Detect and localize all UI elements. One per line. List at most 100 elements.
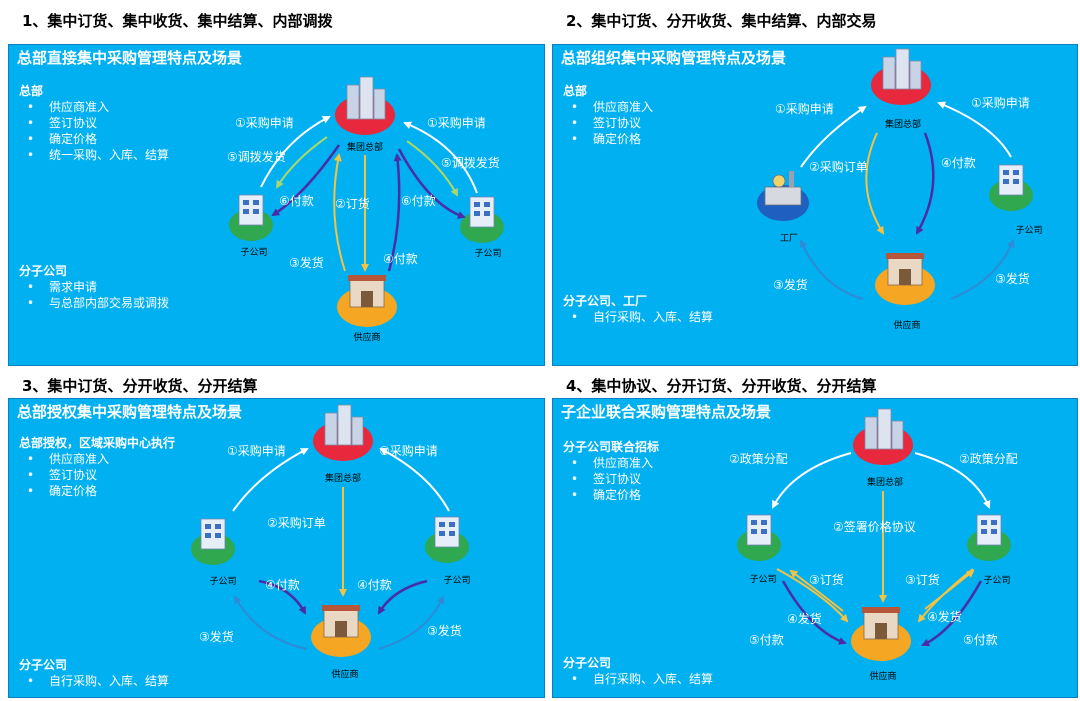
hq-node: 集团总部 [853,408,913,488]
supplier-node: 供应商 [851,607,911,682]
supplier-label: 供应商 [869,670,896,682]
building-icon [998,164,1024,196]
flow-sign: ②签署价格协议 [833,519,916,534]
flow-ship-right: ④发货 [927,609,962,624]
panel1-sub-section: 分子公司 需求申请 与总部内部交易或调拨 [19,263,169,311]
panel1-diagram: 集团总部 子公司 子公司 [227,76,504,343]
panel-authorized-central: 集团总部 子公司 子公司 [8,398,545,698]
flow-allot-right: ⑤调拨发货 [441,155,500,170]
sub-left-node: 子公司 [191,518,237,587]
panel-organized-central: 集团总部 工厂 子公司 [552,44,1078,366]
flow-ship-left: ④发货 [787,611,822,626]
shop-icon [348,275,386,308]
sub-left-node: 子公司 [737,514,781,585]
panel4-sub-heading: 分子公司 [563,656,612,670]
flow-policy-right: ②政策分配 [959,452,1018,466]
list-item: 自行采购、入库、结算 [27,673,169,689]
supplier-label: 供应商 [893,319,920,331]
panel4-title: 子企业联合采购管理特点及场景 [561,403,772,421]
flow-order: ②采购订单 [809,159,868,174]
list-item: 签订协议 [571,115,653,131]
flow-apply-left: ①采购申请 [227,443,286,458]
panel3-diagram: 集团总部 子公司 子公司 [191,404,471,680]
list-item: 与总部内部交易或调拨 [27,295,169,311]
building-icon [976,514,1002,546]
list-item: 签订协议 [571,471,659,487]
list-item: 自行采购、入库、结算 [571,671,713,687]
office-tower-icon [882,48,922,90]
sub-left-label: 子公司 [749,574,776,585]
flow-apply-left: ①采购申请 [775,101,834,116]
sub-right-node: 子公司 [425,516,471,586]
sub-right-label: 子公司 [474,248,501,259]
panel4-hq-section: 分子公司联合招标 供应商准入 签订协议 确定价格 [563,439,659,503]
list-item: 供应商准入 [571,455,659,471]
building-icon [434,516,460,548]
flow-pay-left: ⑤付款 [749,633,784,647]
sub-left-label: 子公司 [240,247,267,258]
quadrant-title-1: 1、集中订货、集中收货、集中结算、内部调拨 [22,12,333,30]
list-item: 自行采购、入库、结算 [571,309,713,325]
flow-pay-left: ④付款 [265,578,300,592]
panel2-sub-heading: 分子公司、工厂 [563,294,648,308]
flow-policy-left: ②政策分配 [729,452,788,466]
factory-label: 工厂 [780,233,798,244]
flow-order-left: ③订货 [809,572,844,587]
flow-ship-right: ③发货 [995,271,1030,286]
flow-pay-right: ⑤付款 [963,633,998,647]
panel2-hq-section: 总部 供应商准入 签订协议 确定价格 [563,83,653,147]
hq-node: 集团总部 [335,76,395,153]
building-icon [200,518,226,550]
panel3-hq-heading: 总部授权，区域采购中心执行 [19,436,176,450]
sub-label: 子公司 [1015,225,1042,236]
panel3-sub-heading: 分子公司 [19,658,68,672]
office-tower-icon [346,76,386,120]
building-icon [746,514,772,546]
shop-icon [886,253,924,286]
flow-ship-right: ③发货 [427,623,462,638]
quadrant-title-2: 2、集中订货、分开收货、集中结算、内部交易 [566,12,877,30]
panel2-title: 总部组织集中采购管理特点及场景 [561,49,787,67]
office-tower-icon [324,404,364,446]
flow-ship-left: ③发货 [773,277,808,292]
flow-apply-right: ①采购申请 [379,443,438,458]
supplier-label: 供应商 [331,668,358,680]
panel2-diagram: 集团总部 工厂 子公司 [757,48,1043,331]
sub-node: 子公司 [989,164,1043,236]
flow-order-right: ③订货 [905,572,940,587]
flow-pay-right: ④付款 [357,578,392,592]
sub-right-node: 子公司 [967,514,1011,586]
panel4-diagram: 集团总部 子公司 子公司 [729,408,1018,682]
office-tower-icon [864,408,904,450]
hq-node-label: 集团总部 [325,472,361,484]
building-icon [238,194,264,226]
supplier-node: 供应商 [875,253,935,331]
flow-ship: ③发货 [289,255,324,270]
quadrant-title-4: 4、集中协议、分开订货、分开收货、分开结算 [566,377,877,395]
panel2-sub-section: 分子公司、工厂 自行采购、入库、结算 [563,293,713,325]
supplier-label: 供应商 [353,331,380,343]
panel1-hq-section: 总部 供应商准入 签订协议 确定价格 统一采购、入库、结算 [19,83,169,163]
list-item: 签订协议 [27,115,169,131]
hq-node: 集团总部 [313,404,373,484]
panel-joint-procurement: 集团总部 子公司 子公司 [552,398,1078,698]
flow-pay: ④付款 [941,156,976,170]
list-item: 确定价格 [571,487,659,503]
panel-direct-central: 集团总部 子公司 子公司 [8,44,545,366]
quadrant-title-3: 3、集中订货、分开收货、分开结算 [22,377,258,395]
list-item: 统一采购、入库、结算 [27,147,169,163]
flow-pay6-left: ⑥付款 [279,194,314,208]
sub-right-node: 子公司 [460,196,504,259]
factory-node: 工厂 [757,171,809,244]
flow-pay4: ④付款 [383,252,418,266]
panel1-title: 总部直接集中采购管理特点及场景 [17,49,243,67]
sub-left-label: 子公司 [209,576,236,587]
supplier-node: 供应商 [311,605,371,680]
shop-icon [322,605,360,638]
panel4-hq-heading: 分子公司联合招标 [563,440,660,454]
list-item: 供应商准入 [571,99,653,115]
flow-order: ②采购订单 [267,515,326,530]
panel3-title: 总部授权集中采购管理特点及场景 [17,403,243,421]
hq-node-label: 集团总部 [885,118,921,130]
supplier-node: 供应商 [337,275,397,343]
